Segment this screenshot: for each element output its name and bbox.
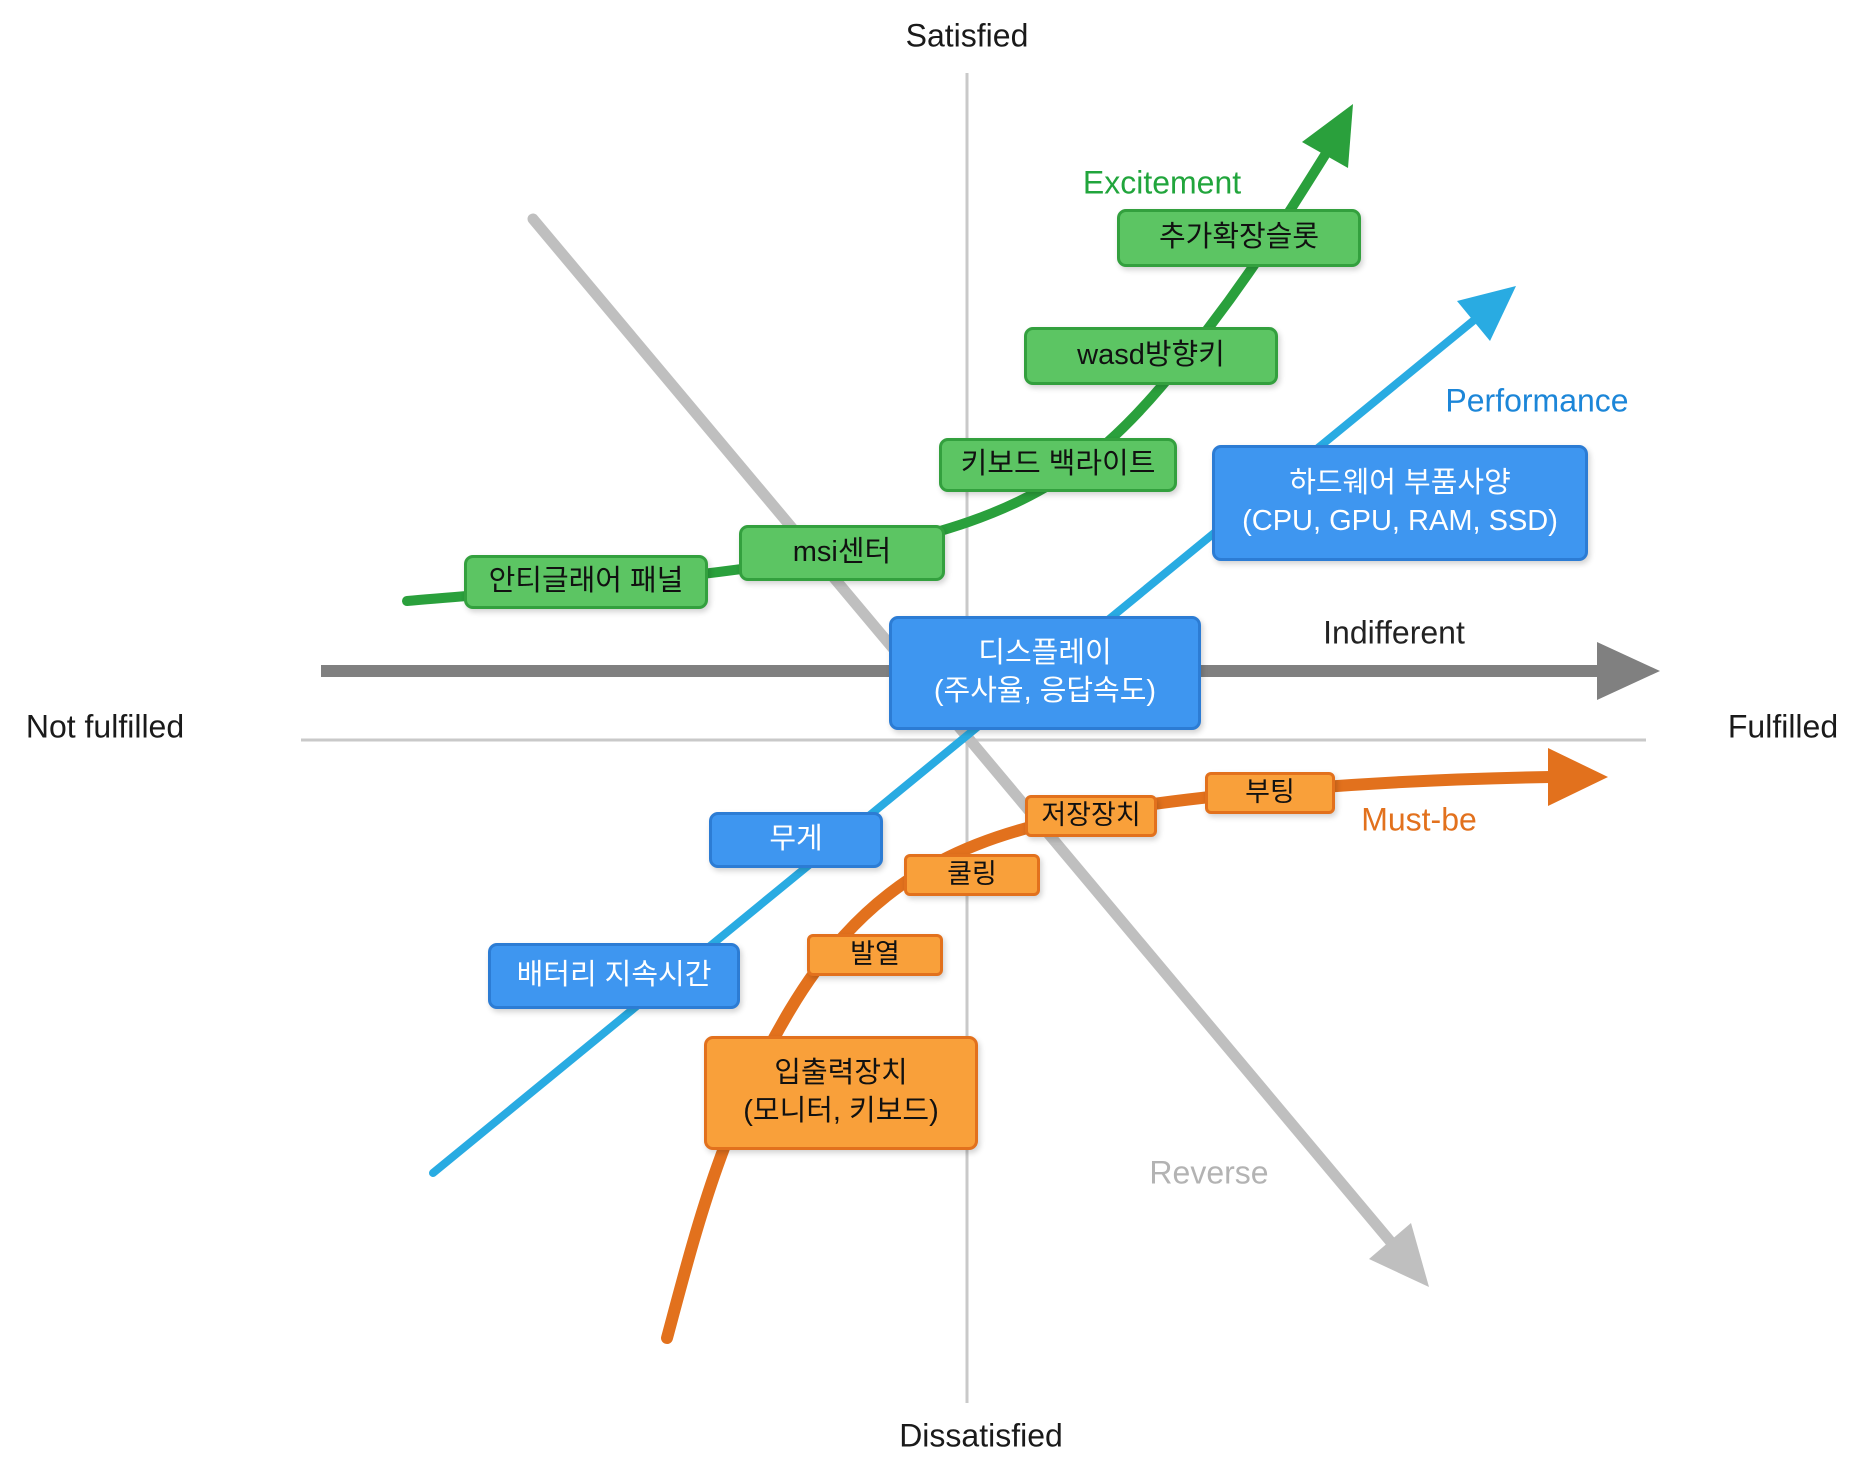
axis-label-satisfied: Satisfied — [905, 17, 1029, 54]
must-be-box-io-devices-line1: 입출력장치 — [774, 1057, 908, 1090]
excitement-box-wasd-keys-label: wasd방향키 — [1077, 339, 1225, 372]
performance-box-battery-label: 배터리 지속시간 — [516, 959, 712, 992]
reverse-label: Reverse — [1149, 1154, 1269, 1191]
must-be-box-storage-label: 저장장치 — [1041, 800, 1141, 831]
axis-label-not-fulfilled: Not fulfilled — [25, 708, 185, 745]
excitement-box-expansion-slot: 추가확장슬롯 — [1117, 209, 1361, 267]
must-be-box-io-devices: 입출력장치 (모니터, 키보드) — [704, 1036, 978, 1150]
performance-box-display-line1: 디스플레이 — [978, 637, 1112, 670]
must-be-box-booting-label: 부팅 — [1245, 777, 1295, 808]
performance-box-weight: 무게 — [709, 812, 883, 868]
performance-box-battery: 배터리 지속시간 — [488, 943, 740, 1009]
must-be-box-storage: 저장장치 — [1025, 795, 1157, 837]
indifferent-arrowhead — [1597, 642, 1660, 700]
must-be-box-heat: 발열 — [807, 934, 943, 976]
must-be-label: Must-be — [1361, 801, 1477, 838]
must-be-box-io-devices-line2: (모니터, 키보드) — [743, 1095, 939, 1127]
excitement-box-keyboard-backlight-label: 키보드 백라이트 — [960, 448, 1156, 481]
performance-box-hardware-spec: 하드웨어 부품사양 (CPU, GPU, RAM, SSD) — [1212, 445, 1588, 561]
excitement-box-antiglare-label: 안티글래어 패널 — [488, 565, 684, 598]
indifferent-label: Indifferent — [1323, 614, 1465, 651]
performance-box-weight-label: 무게 — [769, 823, 823, 856]
must-be-box-cooling-label: 쿨링 — [947, 859, 997, 890]
excitement-box-msi-center: msi센터 — [739, 525, 945, 581]
excitement-box-msi-center-label: msi센터 — [792, 536, 892, 569]
performance-box-display-line2: (주사율, 응답속도) — [933, 675, 1157, 707]
axis-label-dissatisfied: Dissatisfied — [899, 1417, 1063, 1454]
excitement-box-antiglare: 안티글래어 패널 — [464, 555, 708, 609]
performance-box-hardware-spec-line1: 하드웨어 부품사양 — [1289, 467, 1511, 500]
performance-box-hardware-spec-line2: (CPU, GPU, RAM, SSD) — [1242, 505, 1558, 537]
performance-arrowhead — [1457, 286, 1516, 341]
reverse-arrowhead — [1369, 1223, 1429, 1287]
excitement-box-keyboard-backlight: 키보드 백라이트 — [939, 438, 1177, 492]
excitement-box-expansion-slot-label: 추가확장슬롯 — [1158, 221, 1320, 254]
excitement-label: Excitement — [1082, 164, 1242, 201]
performance-label: Performance — [1445, 382, 1629, 419]
excitement-arrowhead — [1302, 104, 1353, 168]
must-be-box-cooling: 쿨링 — [904, 854, 1040, 896]
excitement-box-wasd-keys: wasd방향키 — [1024, 327, 1278, 385]
axis-label-fulfilled: Fulfilled — [1727, 708, 1839, 745]
must-be-arrowhead — [1548, 748, 1608, 806]
must-be-box-heat-label: 발열 — [850, 939, 900, 970]
performance-box-display: 디스플레이 (주사율, 응답속도) — [889, 616, 1201, 730]
must-be-box-booting: 부팅 — [1205, 772, 1335, 814]
